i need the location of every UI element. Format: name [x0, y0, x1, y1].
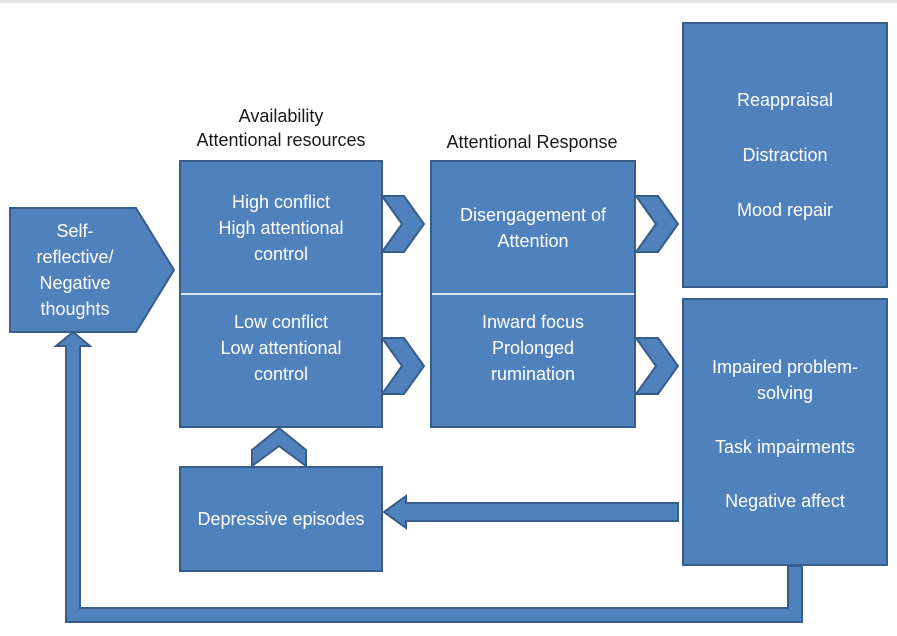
response-bottom-line3: rumination [490, 364, 576, 384]
header-availability-line2: Attentional resources [196, 130, 366, 150]
thoughts-line4: thoughts [40, 299, 110, 319]
header-availability: Availability Attentional resources [180, 104, 382, 152]
chevron-resources-to-response-bottom [380, 337, 426, 395]
response-disengagement: Disengagement of Attention [432, 162, 634, 293]
thoughts-line2: reflective/ [36, 247, 114, 267]
response-top-line1: Disengagement of [459, 204, 607, 225]
arrow-outcomes-to-depressive [382, 494, 679, 530]
response-top-line2: Attention [497, 230, 569, 251]
top-rule [0, 0, 897, 3]
resources-low-line3: control [253, 364, 309, 384]
header-availability-line1: Availability [238, 106, 324, 126]
adaptive-outcomes-list: Reappraisal Distraction Mood repair [684, 87, 886, 223]
chevron-resources-to-response-top [380, 195, 426, 253]
resources-high-line2: High attentional [218, 217, 344, 238]
thoughts-line3: Negative [39, 273, 111, 293]
outcome-negative-affect: Negative affect [725, 491, 845, 511]
header-response: Attentional Response [446, 132, 618, 152]
outcome-impaired-line1: Impaired problem- [711, 357, 859, 377]
chevron-response-to-adaptive [634, 195, 680, 253]
maladaptive-outcomes-list: Impaired problem- solving Task impairmen… [684, 354, 886, 514]
response-rumination: Inward focus Prolonged rumination [432, 295, 634, 415]
resources-high-line1: High conflict [231, 191, 331, 212]
thoughts-label: Self- reflective/ Negative thoughts [12, 218, 138, 322]
chevron-depressive-to-resources [251, 426, 307, 468]
response-bottom-line2: Prolonged [491, 338, 575, 358]
resources-low-conflict: Low conflict Low attentional control [181, 295, 381, 415]
resources-high-conflict: High conflict High attentional control [181, 162, 381, 293]
outcome-reappraisal: Reappraisal [736, 90, 834, 110]
response-bottom-line1: Inward focus [481, 312, 585, 332]
adaptive-outcomes-box: Reappraisal Distraction Mood repair [682, 22, 888, 288]
thoughts-pentagon [9, 207, 176, 333]
maladaptive-outcomes-box: Impaired problem- solving Task impairmen… [682, 298, 888, 566]
response-divider [432, 293, 634, 295]
resources-low-line2: Low attentional [220, 338, 342, 358]
resources-high-line3: control [253, 243, 309, 264]
depressive-episodes-label: Depressive episodes [197, 509, 365, 529]
resources-box: High conflict High attentional control L… [179, 160, 383, 428]
resources-divider [181, 293, 381, 295]
depressive-episodes-box: Depressive episodes [179, 466, 383, 572]
outcome-impaired-line2: solving [756, 383, 814, 403]
chevron-response-to-maladaptive [634, 337, 680, 395]
resources-low-line1: Low conflict [233, 312, 329, 332]
outcome-task-impairments: Task impairments [714, 437, 856, 457]
thoughts-line1: Self- [56, 221, 94, 241]
feedback-loop-arrow [53, 330, 803, 623]
outcome-mood-repair: Mood repair [736, 200, 834, 220]
outcome-distraction: Distraction [742, 145, 828, 165]
response-box: Disengagement of Attention Inward focus … [430, 160, 636, 428]
